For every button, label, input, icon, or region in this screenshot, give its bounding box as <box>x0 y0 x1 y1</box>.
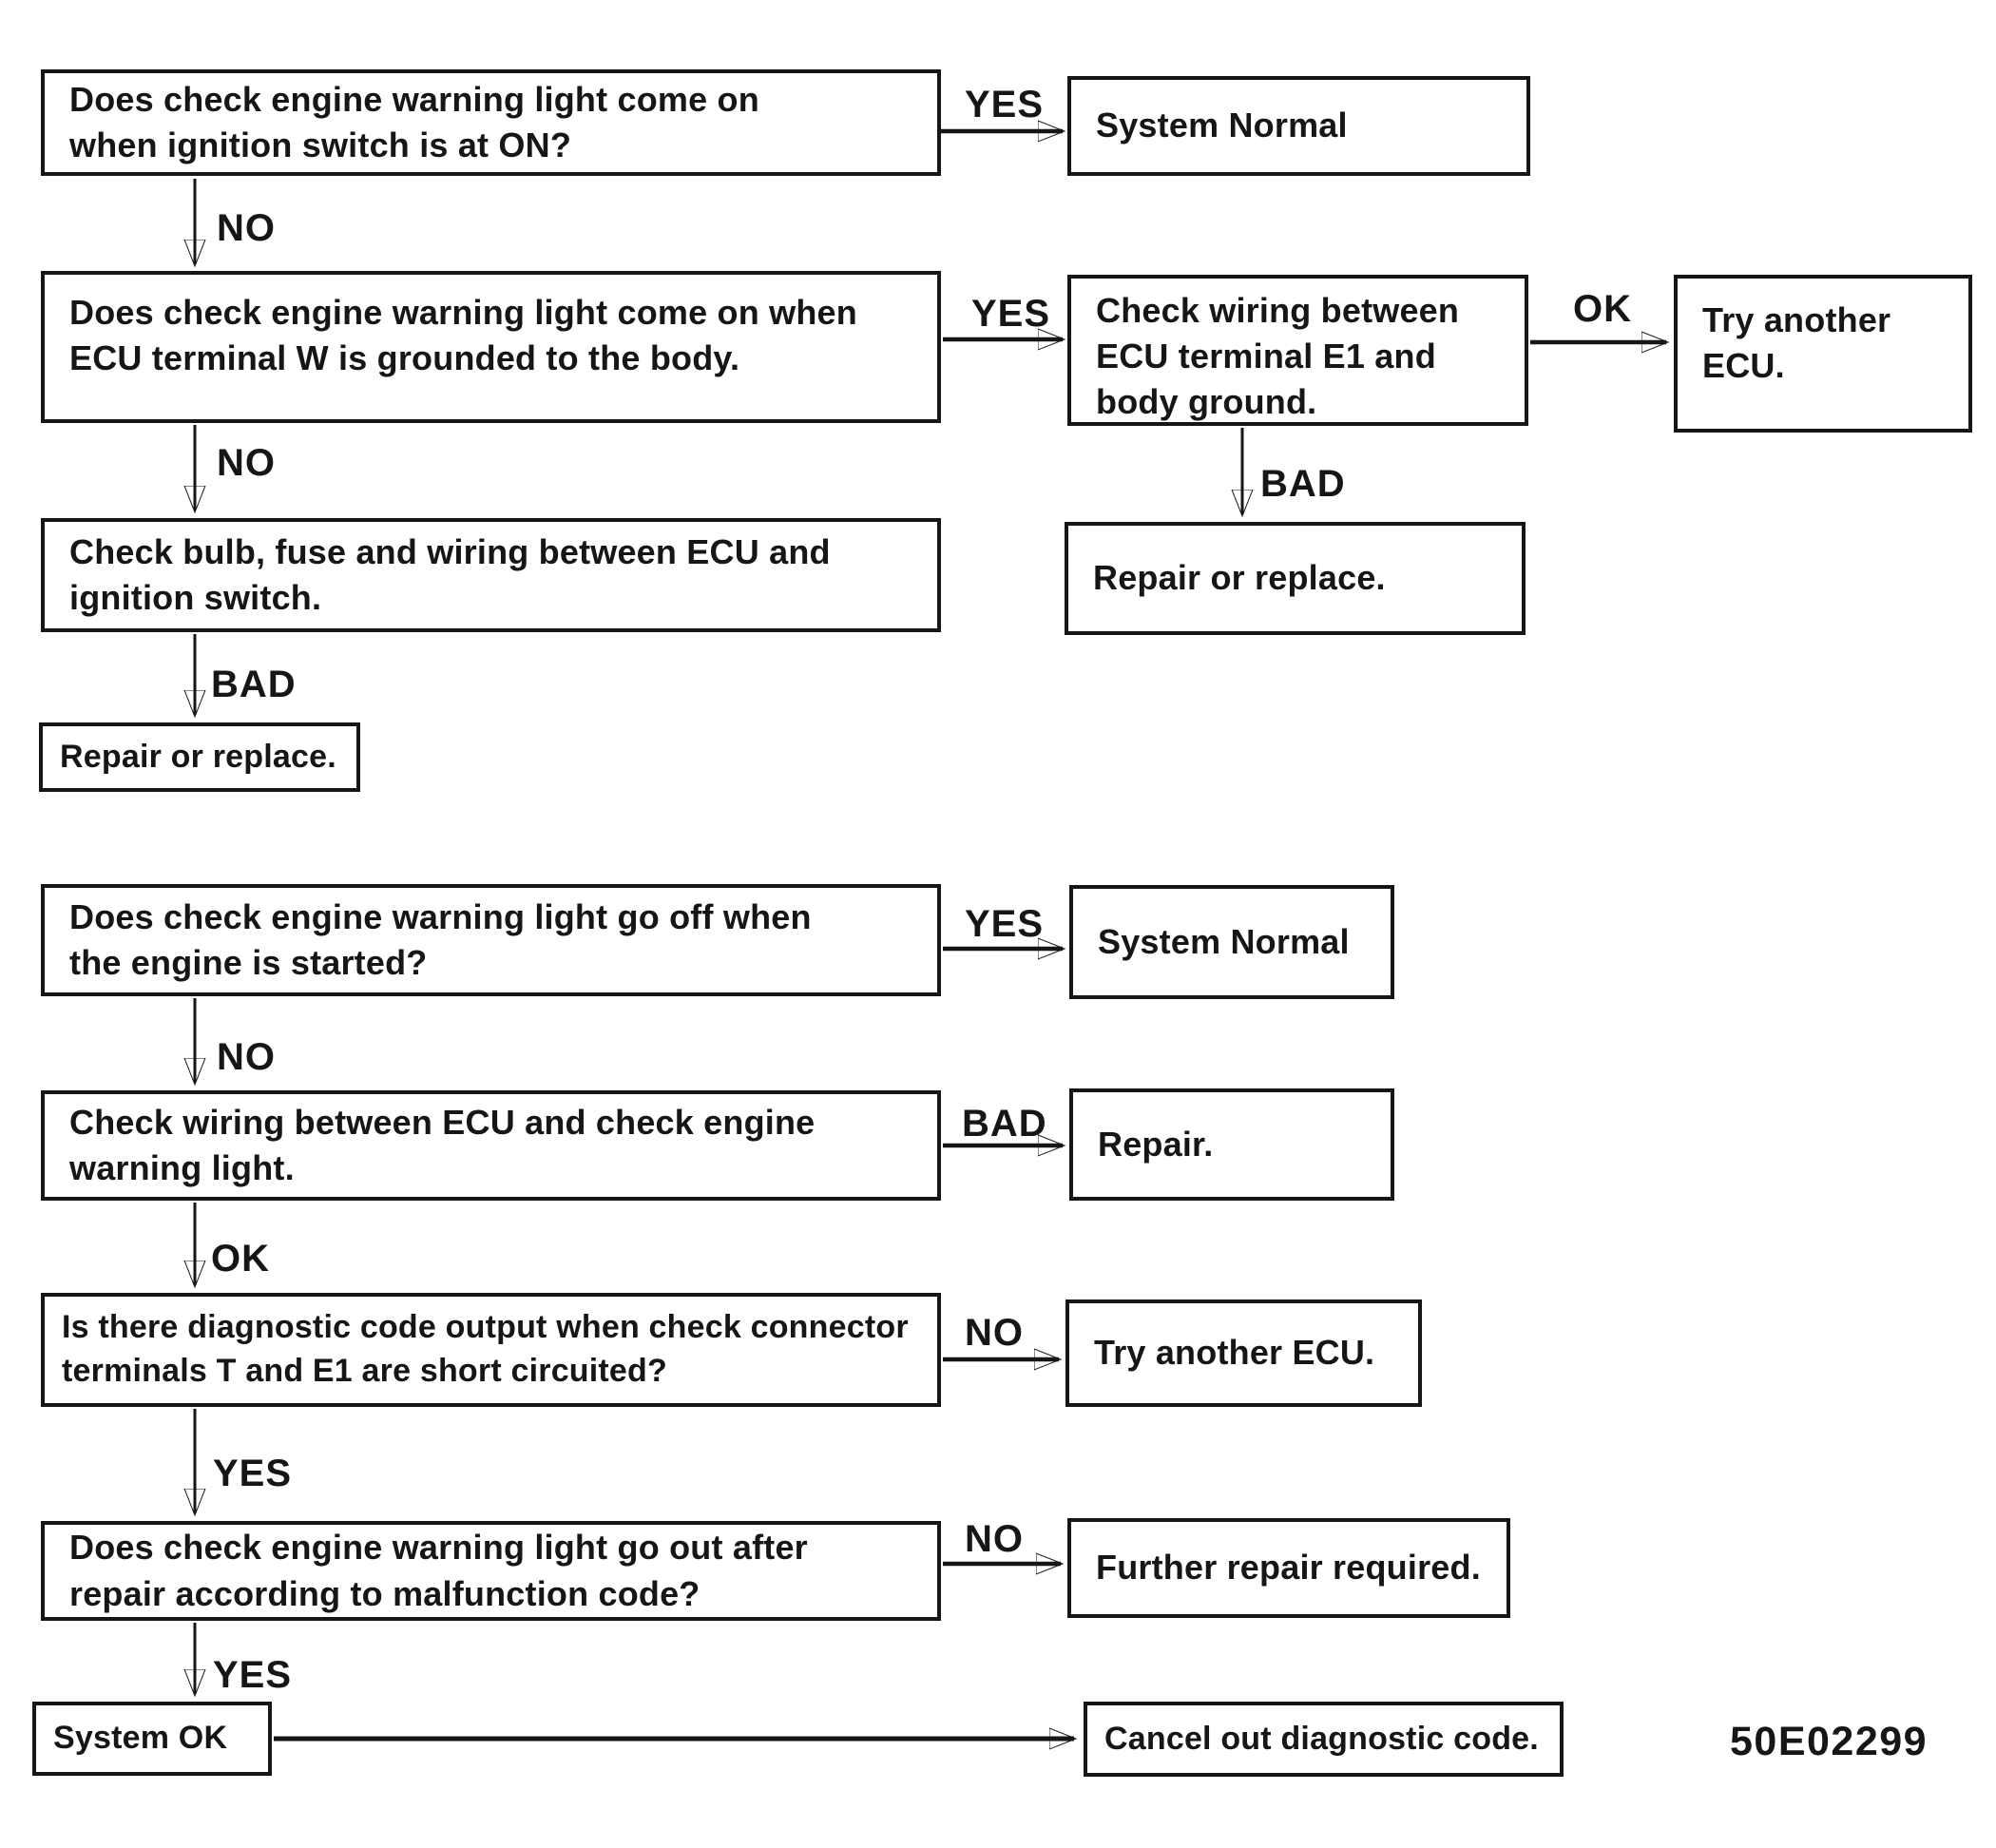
node-system-normal-1: System Normal <box>1067 76 1530 176</box>
node-try-another-ecu-1: Try another ECU. <box>1674 275 1972 433</box>
edge-label-ok-1: OK <box>1573 288 1632 330</box>
node-repair-or-replace-right: Repair or replace. <box>1065 522 1526 635</box>
edge-label-bad-1: BAD <box>1260 463 1346 505</box>
node-system-normal-2: System Normal <box>1069 885 1394 999</box>
node-q2-terminal-w-grounded: Does check engine warning light come on … <box>41 271 941 423</box>
node-repair-or-replace-left: Repair or replace. <box>39 722 360 792</box>
edge-label-yes-3: YES <box>965 903 1045 945</box>
edge-label-no-5: NO <box>965 1518 1024 1560</box>
edge-label-no-3: NO <box>217 1036 276 1078</box>
node-try-another-ecu-2: Try another ECU. <box>1065 1299 1422 1407</box>
edge-label-bad-3: BAD <box>962 1103 1047 1145</box>
node-further-repair-required: Further repair required. <box>1067 1518 1510 1618</box>
node-q5-check-wiring-warning-light: Check wiring between ECU and check engin… <box>41 1090 941 1201</box>
edge-label-bad-2: BAD <box>211 664 297 705</box>
node-q6-diagnostic-code-output: Is there diagnostic code output when che… <box>41 1293 941 1407</box>
node-q7-light-out-after-repair: Does check engine warning light go out a… <box>41 1521 941 1621</box>
edge-label-yes-5: YES <box>213 1654 293 1696</box>
node-check-wiring-e1: Check wiring between ECU terminal E1 and… <box>1067 275 1528 426</box>
node-q3-check-bulb-fuse: Check bulb, fuse and wiring between ECU … <box>41 518 941 632</box>
figure-code: 50E02299 <box>1730 1719 1929 1764</box>
edge-label-no-2: NO <box>217 442 276 484</box>
node-repair: Repair. <box>1069 1088 1394 1201</box>
edge-label-no-4: NO <box>965 1312 1024 1354</box>
edge-label-ok-2: OK <box>211 1238 270 1280</box>
edge-label-no-1: NO <box>217 207 276 249</box>
edge-label-yes-1: YES <box>965 84 1045 125</box>
edge-label-yes-4: YES <box>213 1453 293 1494</box>
node-cancel-diagnostic-code: Cancel out diagnostic code. <box>1084 1702 1564 1777</box>
node-q1-light-on-at-ignition: Does check engine warning light come on … <box>41 69 941 176</box>
node-system-ok: System OK <box>32 1702 272 1776</box>
node-q4-light-off-engine-started: Does check engine warning light go off w… <box>41 884 941 996</box>
edge-label-yes-2: YES <box>971 293 1051 335</box>
